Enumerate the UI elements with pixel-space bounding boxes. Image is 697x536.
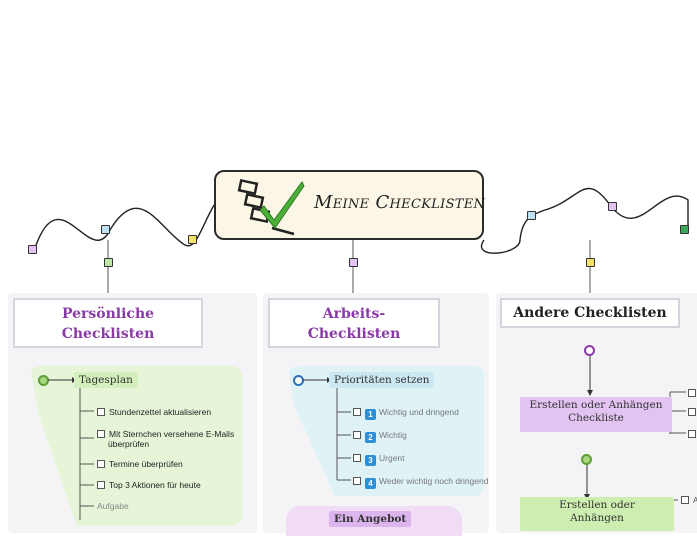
checkbox[interactable] xyxy=(97,408,105,416)
checklist-icon xyxy=(237,178,305,236)
task-item[interactable]: Stundenzettel aktualisieren xyxy=(97,407,211,417)
task-label: Mit Sternchen versehene E-Mails xyxy=(109,429,235,439)
task-placeholder[interactable]: Aufgabe xyxy=(97,501,129,511)
checkbox[interactable] xyxy=(97,481,105,489)
priority-badge: 4 xyxy=(365,478,376,489)
central-topic[interactable]: Meine Checklisten xyxy=(214,170,486,240)
connector-node[interactable] xyxy=(349,258,358,267)
topic-line: Checkliste xyxy=(568,412,624,424)
priority-label: Wichtig xyxy=(379,430,407,440)
checkbox[interactable] xyxy=(97,460,105,468)
topic-create-attach[interactable]: Erstellen oder Anhängen xyxy=(520,497,674,531)
topic-line: Erstellen oder xyxy=(559,499,635,511)
tree-lines-work xyxy=(303,377,351,481)
checkbox[interactable] xyxy=(353,408,361,416)
connector-node[interactable] xyxy=(586,258,595,267)
task-item[interactable]: Mit Sternchen versehene E-Mails xyxy=(97,429,234,439)
checkbox[interactable] xyxy=(688,408,696,416)
connector-node[interactable] xyxy=(608,202,617,211)
priority-label: Wichtig und dringend xyxy=(379,407,459,417)
topic-line: Erstellen oder Anhängen xyxy=(529,399,663,411)
checkbox[interactable] xyxy=(97,430,105,438)
checkbox[interactable] xyxy=(353,477,361,485)
checkbox[interactable] xyxy=(688,389,696,397)
task-label: Termine überprüfen xyxy=(109,459,183,469)
header-other[interactable]: Andere Checklisten xyxy=(500,298,680,328)
task-label: Top 3 Aktionen für heute xyxy=(109,480,201,490)
checkbox[interactable] xyxy=(353,454,361,462)
header-personal-line: Persönliche xyxy=(61,306,155,322)
priority-badge: 1 xyxy=(365,409,376,420)
topic-tagesplan[interactable]: Tagesplan xyxy=(74,372,138,388)
header-personal[interactable]: Persönliche Checklisten xyxy=(13,298,203,348)
checkbox[interactable] xyxy=(688,430,696,438)
connector-node[interactable] xyxy=(101,225,110,234)
header-work-line: Arbeits- xyxy=(322,306,386,322)
header-work[interactable]: Arbeits- Checklisten xyxy=(268,298,440,348)
connector-node[interactable] xyxy=(527,211,536,220)
header-work-line: Checklisten xyxy=(307,326,401,342)
task-item[interactable]: Termine überprüfen xyxy=(97,459,183,469)
task-item[interactable]: Top 3 Aktionen für heute xyxy=(97,480,201,490)
topic-priorities[interactable]: Prioritäten setzen xyxy=(329,372,435,388)
task-label: A xyxy=(693,496,697,505)
connector-node[interactable] xyxy=(680,225,689,234)
header-personal-line: Checklisten xyxy=(61,326,155,342)
topic-create-attach-checklist[interactable]: Erstellen oder Anhängen Checkliste xyxy=(520,397,672,432)
connector-node[interactable] xyxy=(188,235,197,244)
checkbox[interactable] xyxy=(353,431,361,439)
topic-start-dot[interactable] xyxy=(581,454,592,465)
topic-offer[interactable]: Ein Angebot xyxy=(329,511,412,527)
topic-start-dot[interactable] xyxy=(584,345,595,356)
priority-badge: 3 xyxy=(365,455,376,466)
topic-line: Anhängen xyxy=(570,512,624,524)
task-label-continuation: überprüfen xyxy=(108,439,150,449)
central-title: Meine Checklisten xyxy=(314,192,486,213)
task-item[interactable]: A xyxy=(681,496,697,505)
connector-node[interactable] xyxy=(28,245,37,254)
checkbox[interactable] xyxy=(681,496,689,504)
priority-badge: 2 xyxy=(365,432,376,443)
priority-label: Urgent xyxy=(379,453,405,463)
task-label: Stundenzettel aktualisieren xyxy=(109,407,212,417)
priority-label: Weder wichtig noch dringend xyxy=(379,476,489,486)
connector-node[interactable] xyxy=(104,258,113,267)
